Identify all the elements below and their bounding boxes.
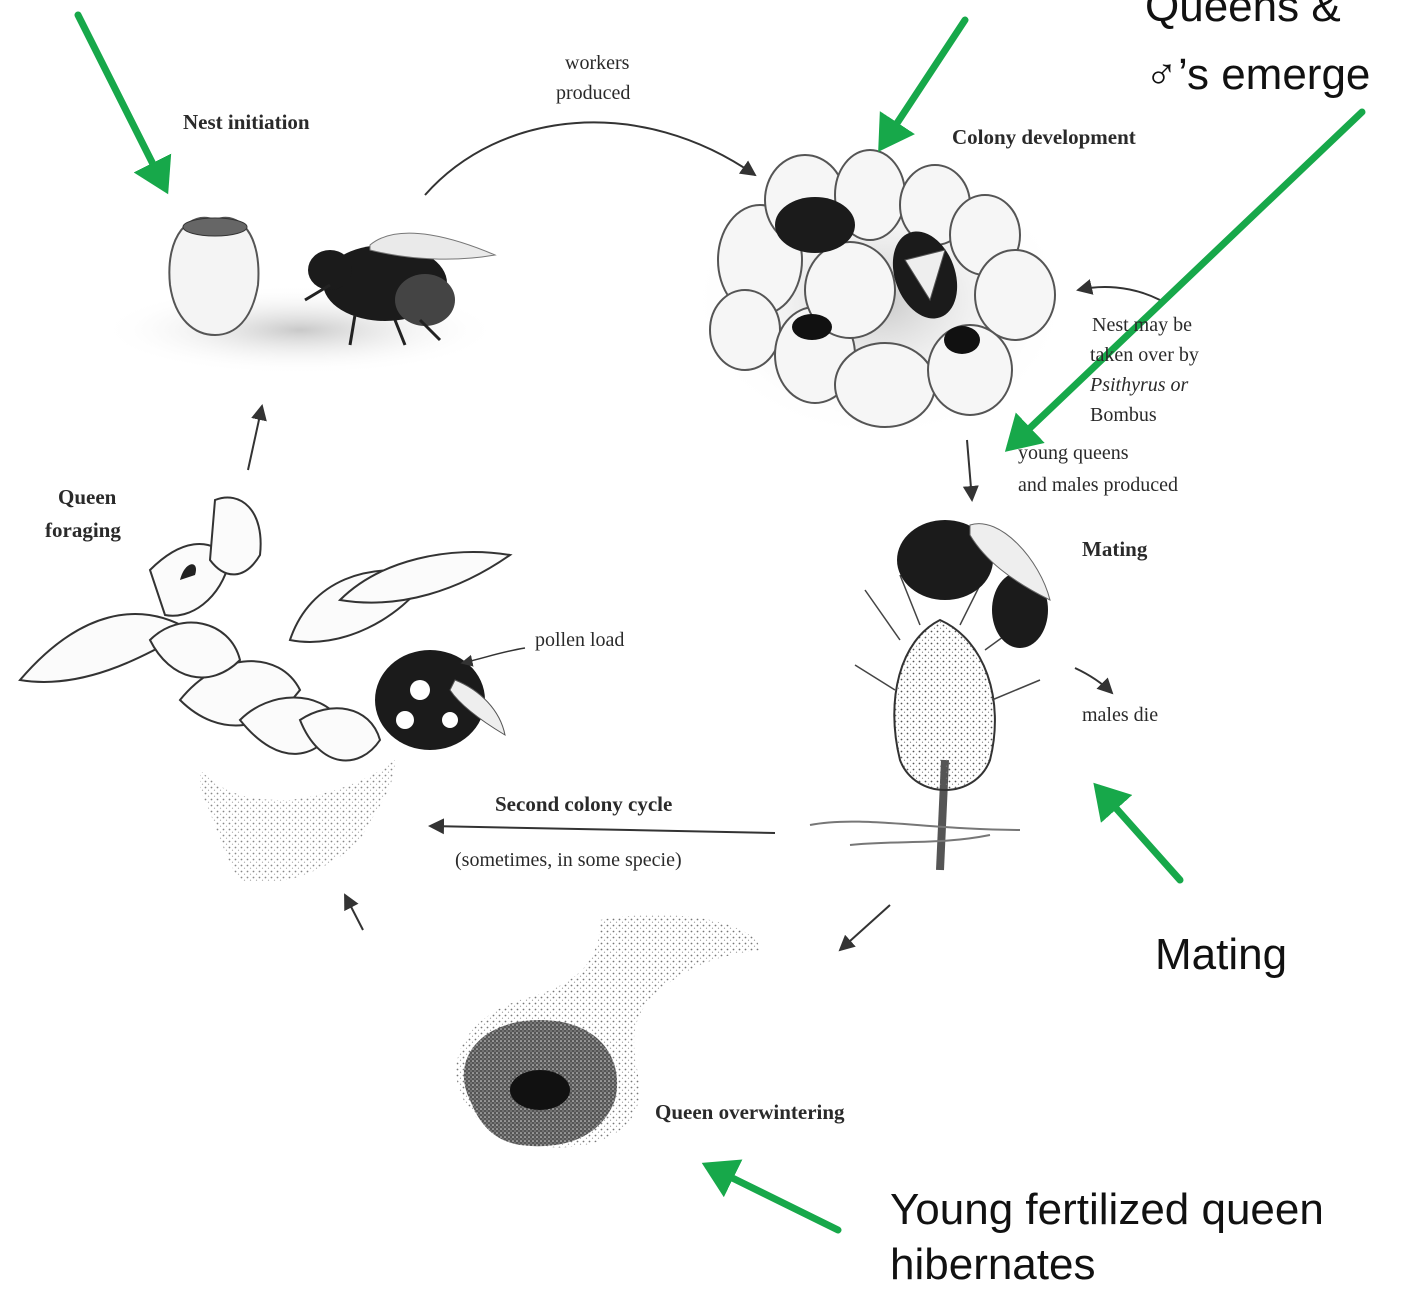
second-colony-cycle-note: (sometimes, in some specie) [455,845,682,875]
callout-queens-emerge-line2: ♂’s emerge [1145,50,1370,100]
second-colony-cycle-arrow [430,826,775,833]
takeover-label-line3: Psithyrus or [1090,370,1188,400]
takeover-arrow [1078,287,1160,300]
mating-illustration [810,520,1050,870]
callout-hibernates-line2: hibernates [890,1240,1095,1290]
callout-mating: Mating [1155,930,1287,980]
males-die-arrow [1075,668,1112,693]
second-colony-cycle-label: Second colony cycle [495,792,672,817]
queen-foraging-line1: Queen [58,485,116,510]
pollen-load-arrow [462,648,525,663]
takeover-label-line4: Bombus [1090,400,1157,430]
callout-hibernates-line1: Young fertilized queen [890,1185,1324,1235]
males-die-label: males die [1082,700,1158,730]
callout-arrow-hibernates [708,1166,838,1230]
workers-produced-arrow [425,122,755,195]
takeover-label-line1: Nest may be [1092,310,1192,340]
colony-development-illustration [690,150,1070,440]
queen-foraging-line2: foraging [45,518,121,543]
mating-label: Mating [1082,537,1147,562]
to-mating-arrow [967,440,972,500]
callout-queens-emerge-line1: Queens & [1145,0,1341,32]
mating-bees [897,520,1050,648]
overwinter-to-foraging-arrow [345,895,363,930]
nest-initiation-label: Nest initiation [183,110,310,135]
thistle-head [894,620,995,790]
workers-label-line2: produced [556,78,630,108]
foraging-to-nest-arrow [248,406,262,470]
young-produced-line2: and males produced [1018,470,1178,500]
hibernating-queen [510,1070,570,1110]
workers-label-line1: workers [565,48,629,78]
mating-to-overwinter-arrow [840,905,890,950]
callout-arrow-mating [1098,788,1180,880]
queen-overwintering-label: Queen overwintering [655,1100,845,1125]
pollen-load-label: pollen load [535,625,624,655]
foraging-queen-bee [375,650,505,750]
nest-initiation-illustration [100,218,500,375]
takeover-label-line2: taken over by [1090,340,1199,370]
young-produced-line1: young queens [1018,438,1129,468]
queen-foraging-illustration [20,497,510,882]
callout-arrow-nest [78,15,165,188]
colony-development-label: Colony development [952,125,1136,150]
